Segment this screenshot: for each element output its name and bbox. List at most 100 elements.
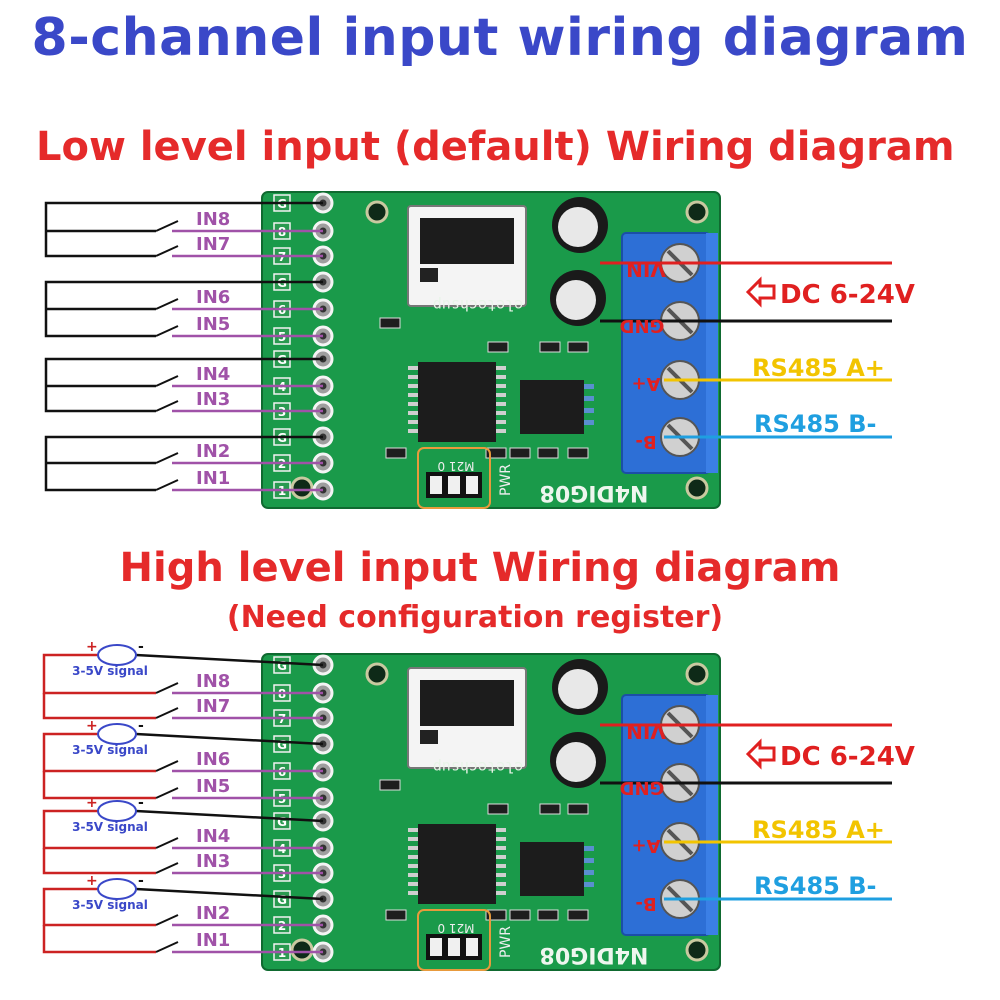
high-terminal-side	[706, 695, 718, 935]
low-mount-hole	[290, 476, 314, 500]
high-dip-lever	[466, 938, 478, 956]
high-signal-source	[97, 800, 137, 822]
high-smd-part	[567, 909, 589, 921]
high-chip-pin	[408, 855, 418, 859]
high-regulator-pin	[420, 730, 438, 744]
high-chip-pin	[408, 882, 418, 886]
low-rs485-b-label: RS485 B-	[754, 410, 876, 438]
low-mount-hole	[685, 200, 709, 224]
high-gnd-term: GND	[620, 777, 665, 798]
high-chip-pin	[408, 828, 418, 832]
high-signal-label: 3-5V signal	[72, 898, 148, 912]
high-rs485-a-label: RS485 A+	[752, 816, 885, 844]
high-mount-hole	[290, 938, 314, 962]
high-signal-plus-wire	[42, 809, 156, 850]
high-smd-part	[385, 909, 407, 921]
high-b-term: B-	[635, 893, 656, 914]
high-pin-mark: G	[277, 659, 287, 673]
high-vin-term: VIN	[626, 719, 666, 743]
low-chip-pin	[584, 384, 594, 389]
high-signal-source	[97, 644, 137, 666]
high-chip-pin	[496, 855, 506, 859]
high-chip-pin	[496, 882, 506, 886]
low-b-term: B-	[635, 431, 656, 452]
low-smd-part	[567, 341, 589, 353]
low-dip-label: M21 0	[437, 459, 474, 473]
high-chip-main	[418, 824, 496, 904]
low-capacitor-top	[556, 280, 596, 320]
low-chip-main	[418, 362, 496, 442]
high-smd-part	[537, 909, 559, 921]
high-chip-pin	[496, 837, 506, 841]
low-smd-part	[487, 341, 509, 353]
low-vin-term: VIN	[626, 257, 666, 281]
low-regulator-pin	[420, 268, 438, 282]
high-switch-lever	[155, 682, 179, 694]
low-a-term: A+	[631, 373, 660, 394]
high-signal-label: 3-5V signal	[72, 743, 148, 757]
high-chip-pin	[584, 858, 594, 863]
high-chip-pin	[496, 846, 506, 850]
low-input-label-in4: IN4	[196, 364, 230, 385]
low-switch-lever	[155, 400, 179, 412]
high-input-label-in8: IN8	[196, 671, 230, 692]
low-switch-lever	[155, 220, 179, 232]
high-capacitor-top	[558, 669, 598, 709]
high-input-label-in2: IN2	[196, 903, 230, 924]
low-rs485-a-label: RS485 A+	[752, 354, 885, 382]
high-smd-part	[485, 909, 507, 921]
low-input-label-in3: IN3	[196, 389, 230, 410]
low-dc-arrow-icon	[745, 276, 776, 308]
high-input-label-in3: IN3	[196, 851, 230, 872]
high-signal-plus-wire	[42, 925, 156, 954]
low-smd-part	[537, 447, 559, 459]
high-dip-lever	[430, 938, 442, 956]
high-chip-pin	[408, 864, 418, 868]
high-plus-mark: +	[86, 795, 98, 811]
low-chip-pin	[408, 420, 418, 424]
high-signal-source	[97, 878, 137, 900]
high-chip-pin	[496, 891, 506, 895]
high-chip-pin	[408, 873, 418, 877]
high-mount-hole	[685, 938, 709, 962]
low-smd-part	[485, 447, 507, 459]
high-pwr-label: PWR	[498, 926, 514, 958]
low-dc-label: DC 6-24V	[780, 280, 915, 310]
low-chip-rs485	[520, 380, 584, 434]
low-chip-pin	[408, 366, 418, 370]
low-input-label-in2: IN2	[196, 441, 230, 462]
low-chip-pin	[496, 420, 506, 424]
high-switch-lever	[155, 707, 179, 719]
low-dip-lever	[430, 476, 442, 494]
low-chip-pin	[408, 429, 418, 433]
high-chip-pin	[584, 870, 594, 875]
low-switch-lever	[155, 298, 179, 310]
low-smd-part	[379, 317, 401, 329]
high-pin-marker	[273, 812, 291, 830]
low-chip-pin	[496, 366, 506, 370]
high-capacitor-top	[556, 742, 596, 782]
high-switch-lever	[155, 914, 179, 926]
low-mount-hole	[365, 200, 389, 224]
high-minus-mark: -	[138, 795, 144, 811]
low-dip-outline	[417, 447, 491, 509]
high-level-heading: High level input Wiring diagram	[119, 545, 841, 591]
high-chip-pin	[584, 882, 594, 887]
high-smd-part	[509, 909, 531, 921]
high-pin-mark: G	[277, 893, 287, 907]
high-chip-pin	[496, 864, 506, 868]
high-signal-plus-wire	[42, 732, 156, 773]
high-input-label-in5: IN5	[196, 776, 230, 797]
high-signal-minus-wire	[135, 887, 324, 901]
low-chip-pin	[408, 393, 418, 397]
high-minus-mark: -	[138, 873, 144, 889]
low-switch-lever	[155, 325, 179, 337]
high-pin-marker	[273, 890, 291, 908]
high-signal-plus-wire	[42, 771, 156, 800]
low-switch-lever	[155, 452, 179, 464]
high-dc-label: DC 6-24V	[780, 742, 915, 772]
high-signal-source	[97, 723, 137, 745]
high-mount-hole	[365, 662, 389, 686]
